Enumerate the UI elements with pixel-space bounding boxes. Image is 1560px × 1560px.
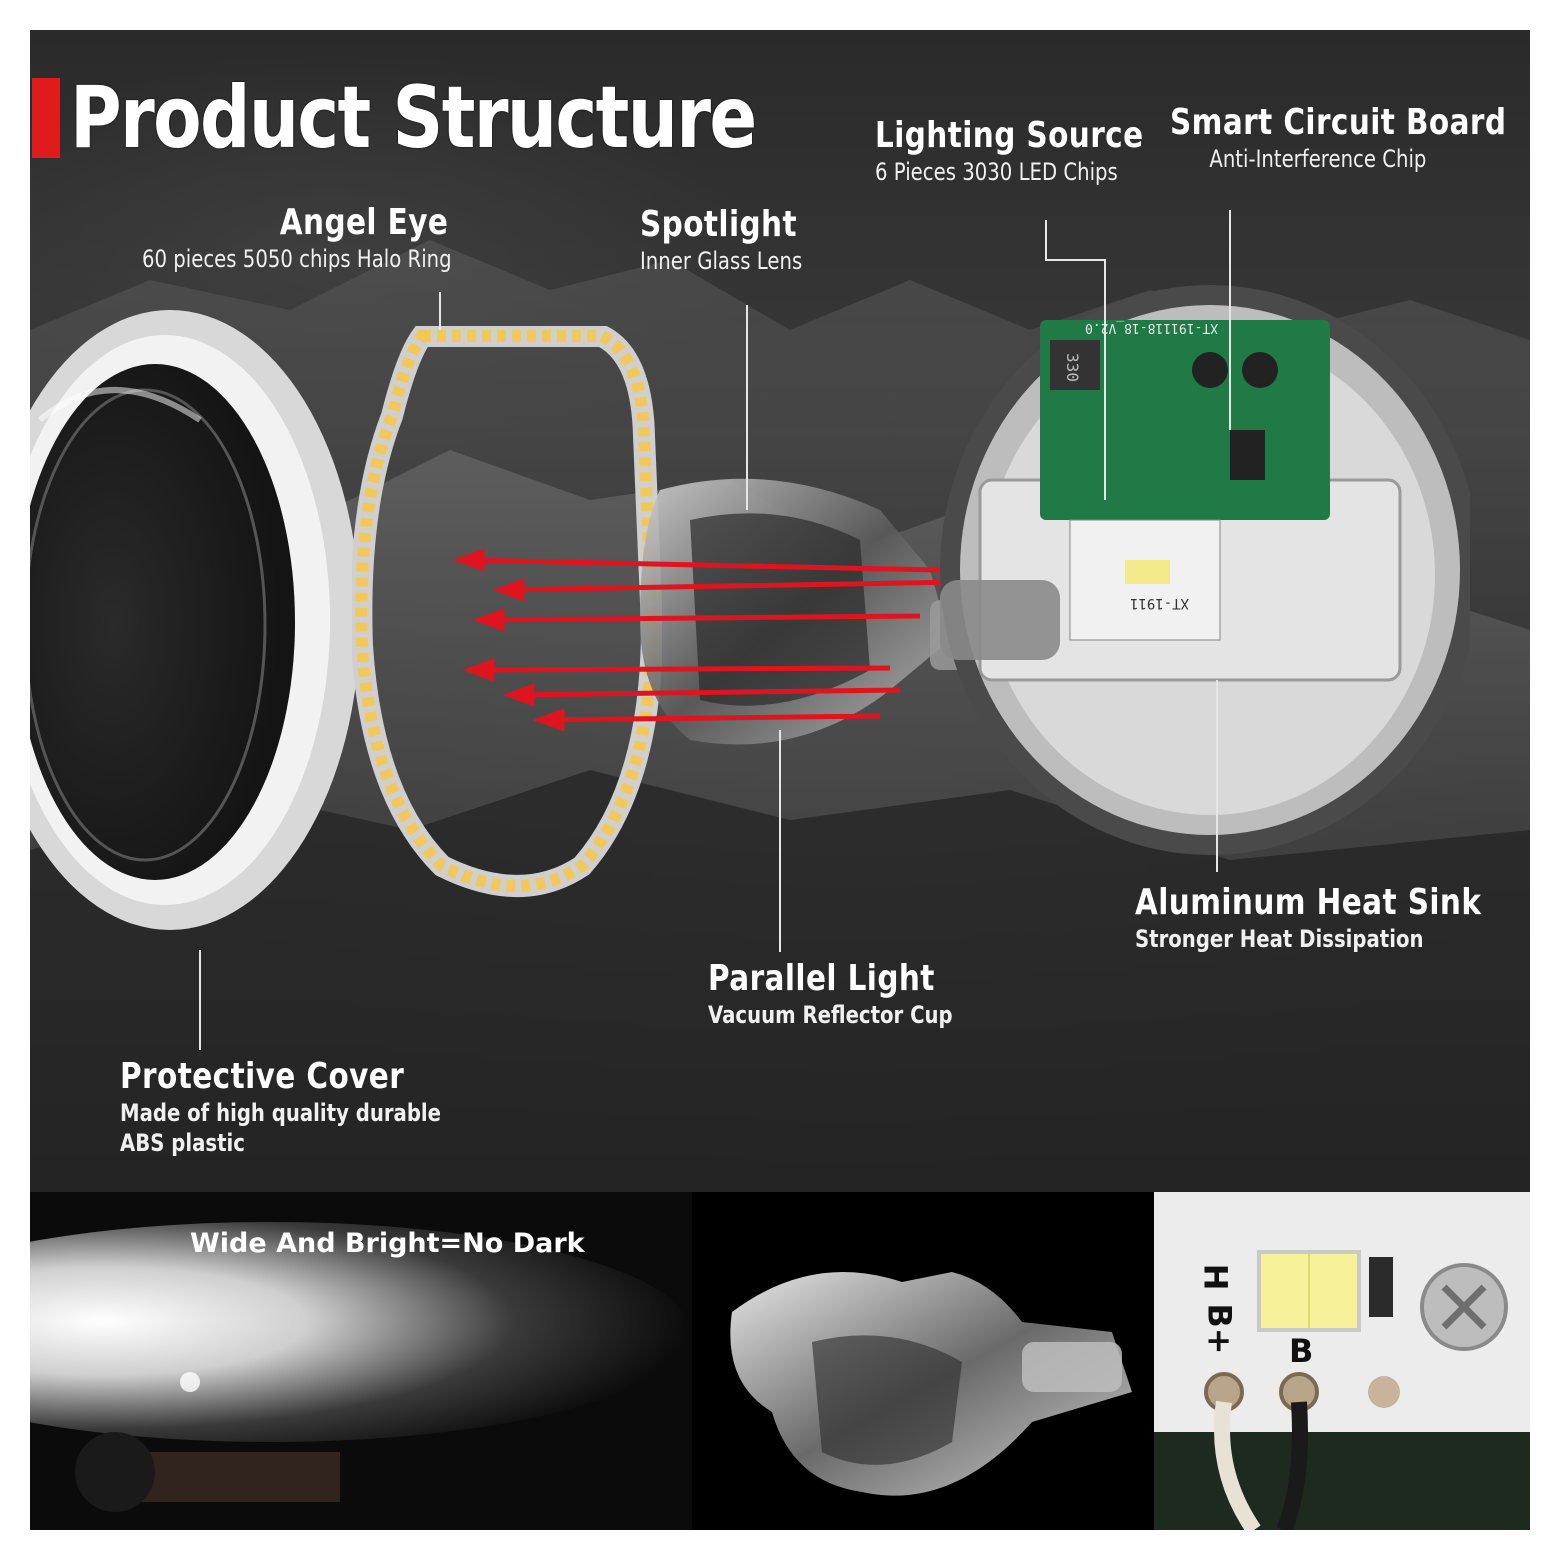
angel-eye-label: Angel Eye 60 pieces 5050 chips Halo Ring [142, 202, 452, 273]
parallel-light-label: Parallel Light Vacuum Reflector Cup [708, 958, 953, 1029]
protective-cover-image [30, 310, 360, 930]
chip-label-b-plus: B+ [1200, 1303, 1239, 1355]
chip-label-b: B [1289, 1332, 1314, 1370]
lighting-source-label: Lighting Source 6 Pieces 3030 LED Chips [875, 115, 1144, 186]
bottom-detail-row: Wide And Bright=No Dark [30, 1192, 1530, 1530]
reflector-cup-closeup-panel [692, 1192, 1154, 1530]
spotlight-label: Spotlight Inner Glass Lens [640, 204, 803, 275]
aluminum-heat-sink-label: Aluminum Heat Sink Stronger Heat Dissipa… [1135, 882, 1482, 953]
beam-demo-panel: Wide And Bright=No Dark [30, 1192, 692, 1530]
product-infographic: Product Structure [30, 30, 1530, 1530]
chip-label-h: H [1196, 1263, 1235, 1291]
light-beam-image [30, 1192, 692, 1530]
reflector-cup-closeup-image [730, 1272, 1132, 1496]
light-ray-arrows [452, 548, 961, 732]
protective-cover-label: Protective Cover Made of high quality du… [120, 1056, 442, 1157]
led-chip-closeup-image [1154, 1192, 1530, 1530]
pcb-marking: XT-191118-18_V2.0 [1085, 320, 1219, 335]
beam-caption: Wide And Bright=No Dark [190, 1228, 585, 1259]
title-accent-bar [32, 78, 60, 158]
led-chip-closeup-panel: H B+ B [1154, 1192, 1530, 1530]
housing-circuit-board-image [940, 285, 1470, 855]
inductor-marking: 330 [1062, 353, 1082, 382]
page-title: Product Structure [70, 68, 757, 168]
smart-circuit-board-label: Smart Circuit Board Anti-Interference Ch… [1170, 102, 1507, 173]
led-board-marking: XT-1911 [1130, 595, 1190, 611]
product-structure-panel: Product Structure [30, 30, 1530, 1192]
